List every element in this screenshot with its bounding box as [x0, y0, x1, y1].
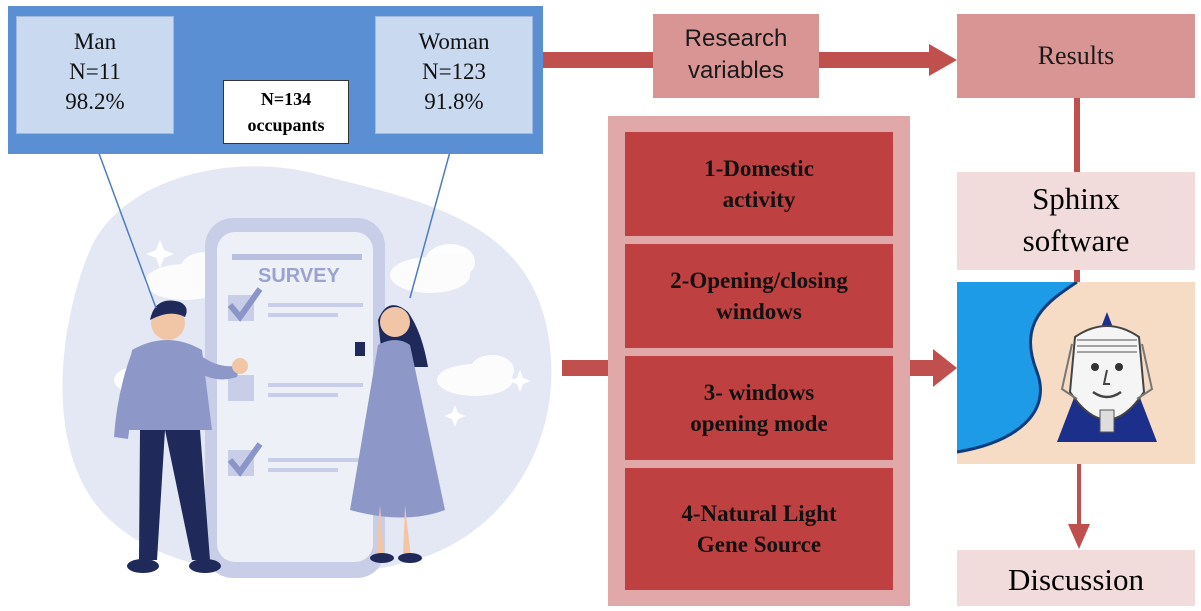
research-variables-box: Research variables	[653, 14, 819, 98]
research-variables-line2: variables	[687, 57, 785, 84]
sphinx-logo-icon	[957, 282, 1195, 464]
total-occupants-box: N=134 occupants	[223, 80, 349, 144]
line-results-to-sphinx	[1074, 98, 1080, 172]
total-count: N=134	[260, 89, 312, 109]
man-percent: 98.2%	[65, 89, 125, 114]
woman-count: N=123	[421, 59, 487, 84]
variable-3-line1: 3- windows	[703, 380, 815, 405]
total-label: occupants	[247, 115, 325, 135]
line-logo-to-discussion	[1077, 464, 1081, 526]
arrow-research-to-results	[819, 52, 931, 68]
discussion-label: Discussion	[1007, 562, 1145, 597]
sphinx-line1: Sphinx	[1032, 181, 1120, 216]
research-variables-line1: Research	[684, 25, 788, 52]
variable-2-line2: windows	[716, 299, 802, 324]
woman-box: Woman N=123 91.8%	[375, 16, 533, 134]
variable-natural-light: 4-Natural Light Gene Source	[625, 468, 893, 590]
man-count: N=11	[69, 59, 121, 84]
variable-domestic-activity: 1-Domestic activity	[625, 132, 893, 236]
woman-label: Woman	[418, 29, 490, 54]
line-sphinx-to-logo	[1074, 270, 1080, 282]
variable-opening-closing-windows: 2-Opening/closing windows	[625, 244, 893, 348]
leader-line-man	[96, 147, 157, 309]
woman-percent: 91.8%	[424, 89, 484, 114]
sample-panel: Man N=11 98.2% Woman N=123 91.8% N=134 o…	[8, 6, 543, 154]
man-label: Man	[73, 29, 117, 54]
survey-illustration: SURVEY	[62, 166, 552, 578]
variable-4-line2: Gene Source	[696, 532, 822, 557]
variable-3-line2: opening mode	[690, 411, 828, 436]
results-label: Results	[1037, 41, 1115, 70]
variable-1-line1: 1-Domestic	[704, 156, 814, 181]
variable-2-line1: 2-Opening/closing	[670, 268, 848, 293]
results-box: Results	[957, 14, 1195, 98]
discussion-box: Discussion	[957, 550, 1195, 606]
arrowhead-to-discussion	[1068, 524, 1090, 549]
variable-windows-opening-mode: 3- windows opening mode	[625, 356, 893, 460]
variable-1-line2: activity	[722, 187, 796, 212]
arrow-panel-to-research	[543, 52, 653, 68]
arrow-variables-to-sphinx	[910, 360, 935, 376]
variable-4-line1: 4-Natural Light	[681, 501, 837, 526]
survey-label: SURVEY	[258, 265, 341, 287]
variables-panel: 1-Domestic activity 2-Opening/closing wi…	[608, 116, 910, 606]
man-box: Man N=11 98.2%	[16, 16, 174, 134]
sphinx-software-box: Sphinx software	[957, 172, 1195, 270]
leader-line-woman	[409, 147, 452, 299]
sphinx-line2: software	[1022, 223, 1130, 258]
arrow-into-variables	[562, 360, 608, 376]
